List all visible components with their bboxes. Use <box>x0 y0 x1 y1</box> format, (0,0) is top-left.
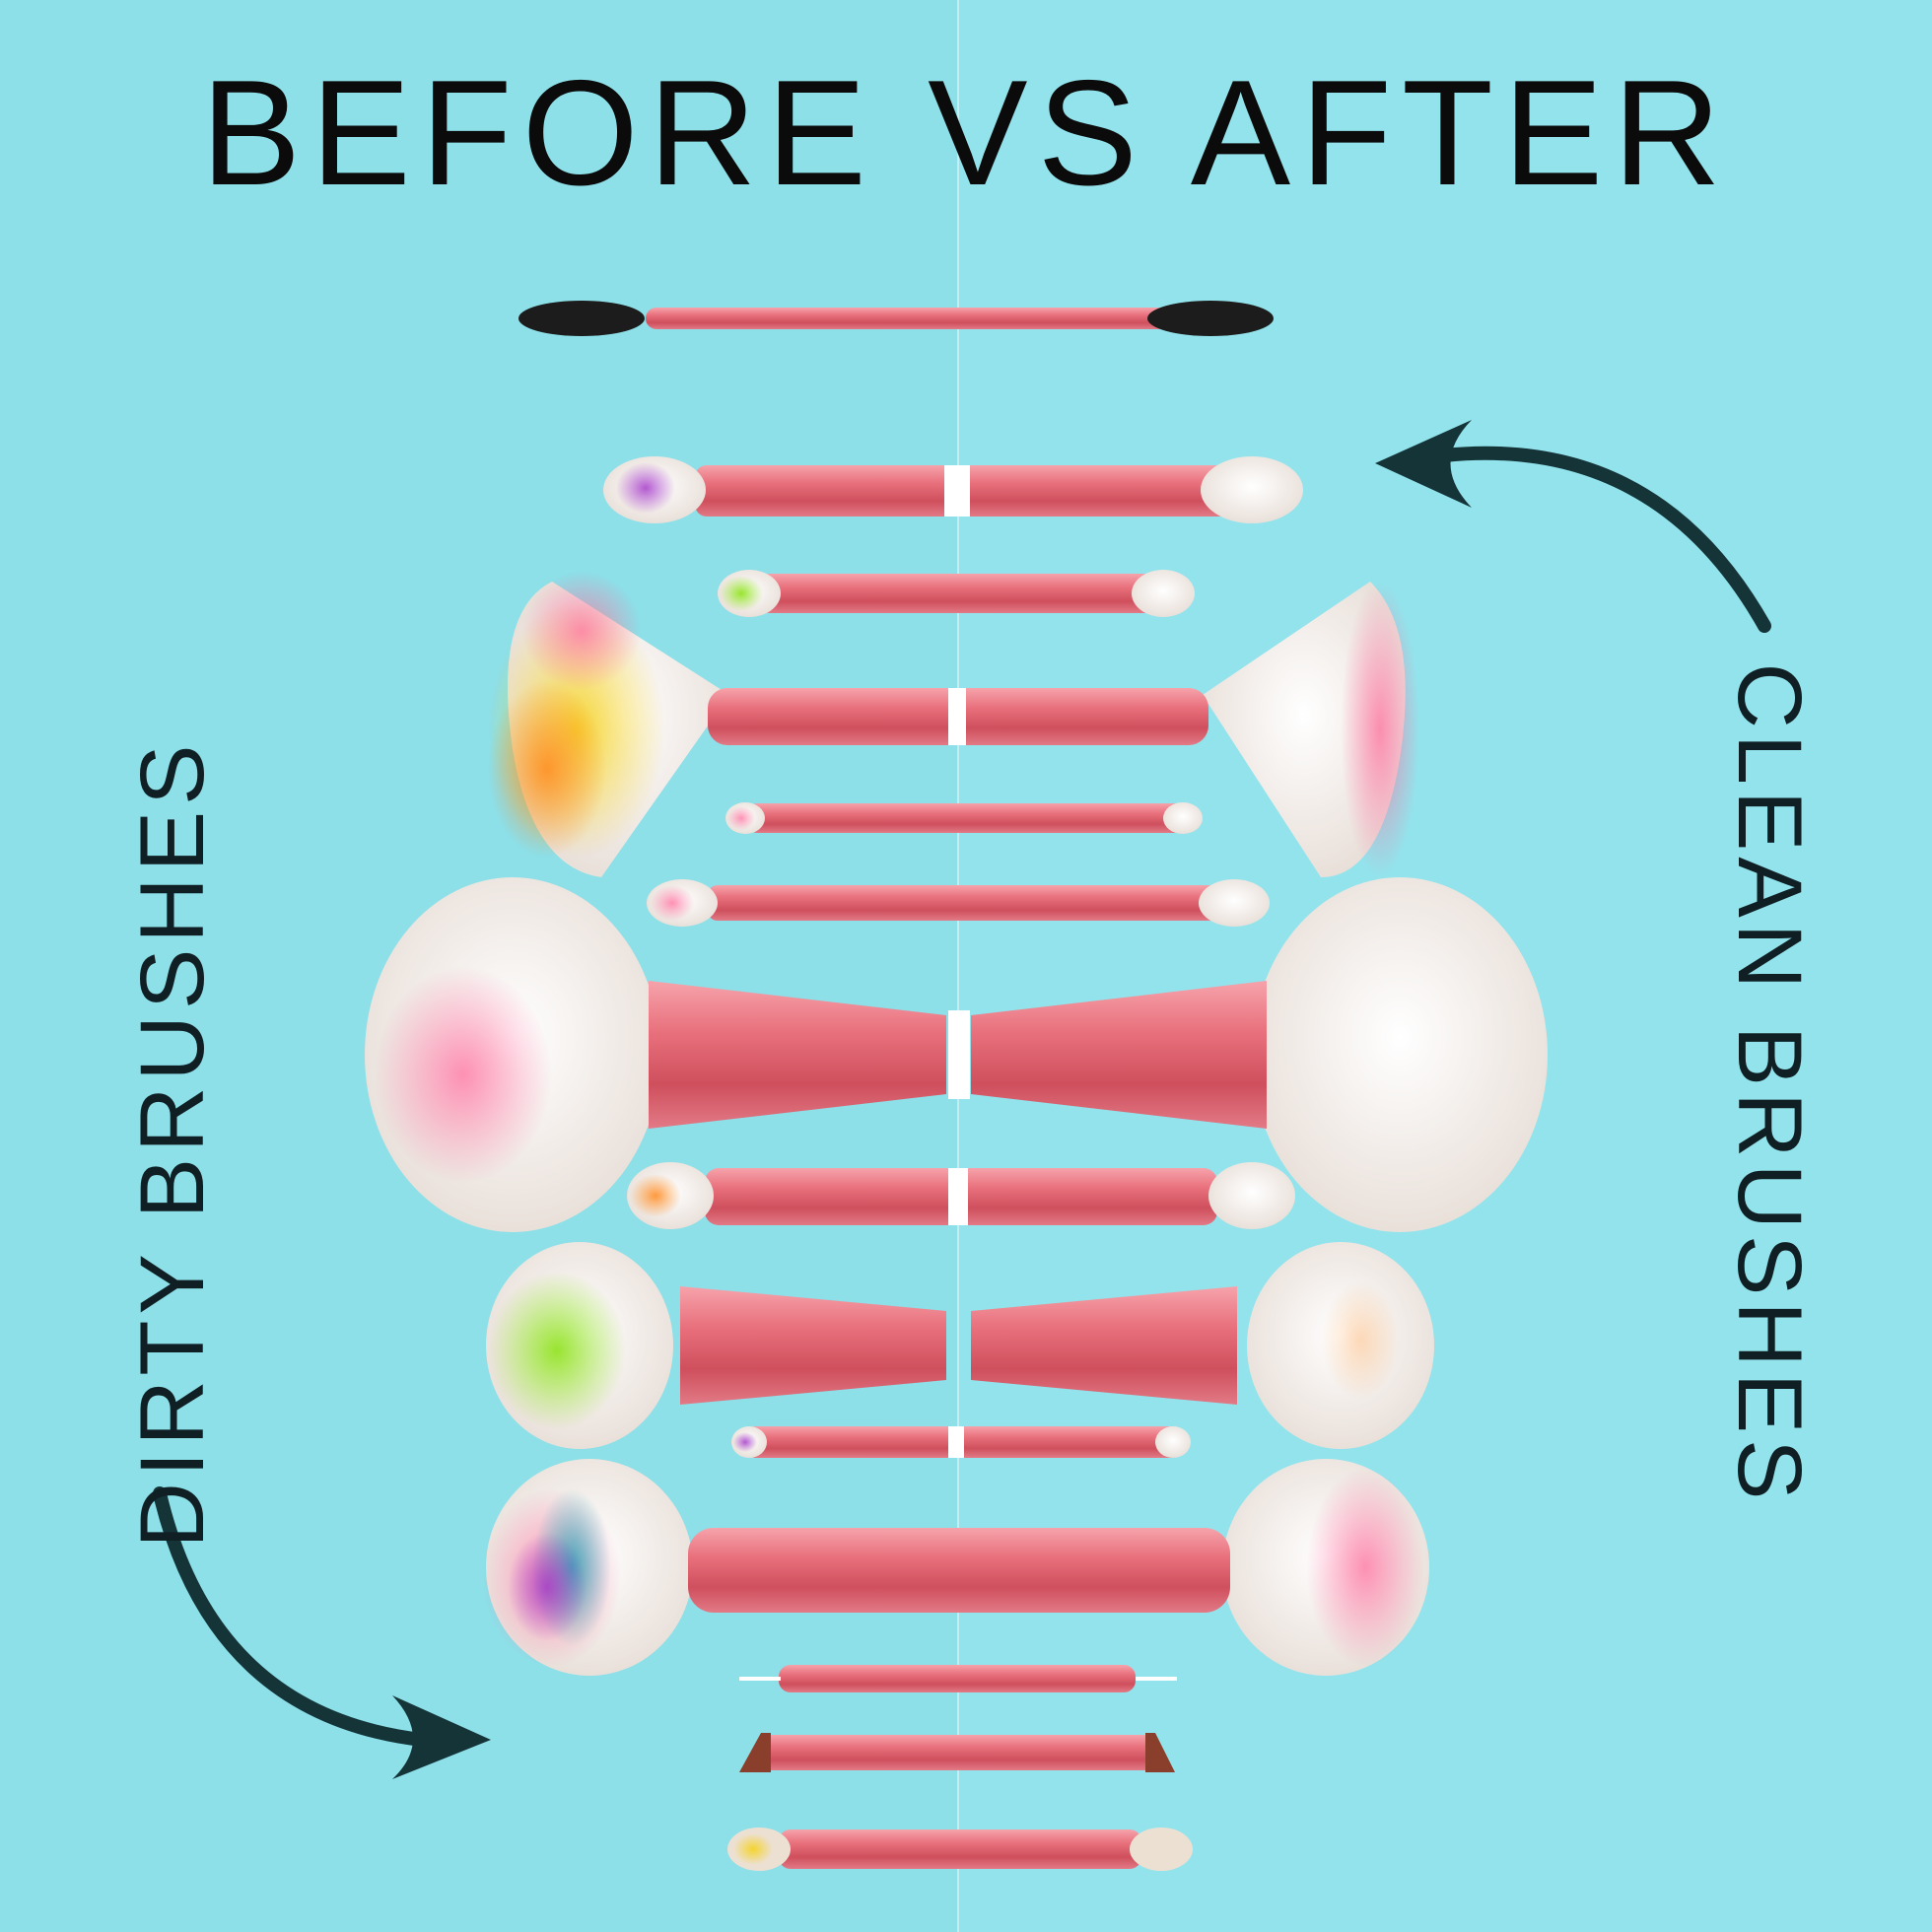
blush-brush <box>483 1459 1429 1676</box>
powder-brush <box>365 877 1548 1232</box>
curved-arrow-icon <box>1375 420 1771 633</box>
liner-brush-2 <box>731 1426 1191 1458</box>
center-seam <box>957 0 959 1932</box>
liner-brush-1 <box>725 802 1203 834</box>
eyeshadow-brush-2 <box>718 570 1195 617</box>
clean-brushes-label: CLEAN BRUSHES <box>1719 662 1820 1506</box>
spoolie-brush <box>518 301 1274 336</box>
dirty-brushes-label: DIRTY BRUSHES <box>122 738 223 1549</box>
sponge-applicator <box>727 1828 1193 1871</box>
fan-brush <box>488 572 1419 877</box>
liner-brush-3 <box>739 1665 1177 1692</box>
contour-brush <box>486 1242 1434 1449</box>
concealer-brush <box>627 1162 1295 1229</box>
angled-brush <box>739 1733 1175 1772</box>
blending-brush <box>647 879 1270 927</box>
curved-arrow-icon <box>153 1486 491 1779</box>
headline: BEFORE VS AFTER <box>200 49 1732 217</box>
eyeshadow-brush-1 <box>603 456 1303 523</box>
